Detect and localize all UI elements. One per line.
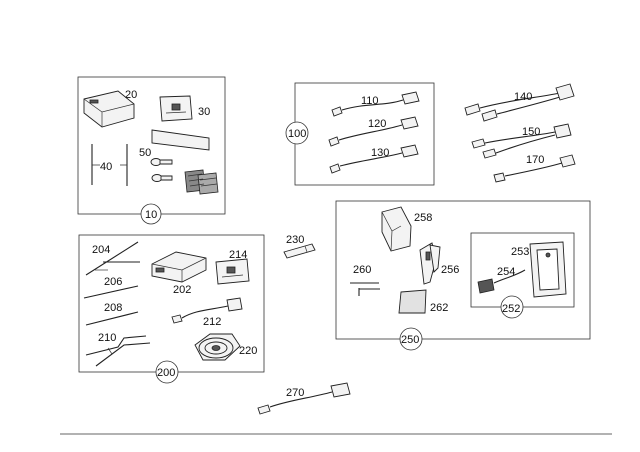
label-140: 140	[514, 91, 532, 103]
part-20-module	[83, 90, 135, 128]
foam-pads	[184, 169, 219, 195]
part-110-cable	[331, 91, 420, 117]
label-220: 220	[239, 345, 257, 357]
label-253: 253	[511, 246, 529, 258]
part-260-angle	[350, 282, 380, 296]
part-120-cable	[328, 116, 419, 147]
part-208-wire	[85, 311, 139, 326]
part-256-bracket	[419, 242, 441, 285]
part-206-wire	[83, 285, 139, 299]
label-170: 170	[526, 154, 544, 166]
group-10-badge	[140, 203, 162, 225]
label-120: 120	[368, 118, 386, 130]
label-110: 110	[361, 95, 379, 107]
label-208: 208	[104, 302, 122, 314]
group-250-badge	[399, 327, 423, 351]
part-150-cable	[471, 123, 572, 159]
part-220-speaker	[194, 333, 241, 361]
label-130: 130	[371, 147, 389, 159]
part-130-cable	[329, 144, 419, 174]
part-258-box	[381, 206, 412, 252]
part-140-cable	[464, 83, 575, 122]
group-label-100: 100	[288, 128, 306, 140]
label-50: 50	[139, 147, 151, 159]
label-262: 262	[430, 302, 448, 314]
group-250-frame	[335, 200, 591, 340]
label-212: 212	[203, 316, 221, 328]
group-252-badge	[500, 295, 524, 319]
part-262-pad	[398, 289, 427, 314]
label-206: 206	[104, 276, 122, 288]
part-204-wires	[85, 241, 140, 276]
part-50-screws	[150, 158, 173, 182]
part-202-module	[151, 251, 207, 283]
part-254-connector	[477, 269, 526, 294]
group-label-200: 200	[157, 367, 175, 379]
label-150: 150	[522, 126, 540, 138]
label-20: 20	[125, 89, 137, 101]
label-260: 260	[353, 264, 371, 276]
group-label-10: 10	[145, 209, 157, 221]
label-254: 254	[497, 266, 515, 278]
label-204: 204	[92, 244, 110, 256]
label-30: 30	[198, 106, 210, 118]
part-214-card	[215, 258, 250, 285]
group-100	[285, 82, 435, 186]
group-200-badge	[155, 360, 179, 384]
label-230: 230	[286, 234, 304, 246]
group-100-badge	[285, 121, 309, 145]
group-label-250: 250	[401, 334, 419, 346]
part-230-connector	[283, 243, 316, 259]
group-10	[77, 76, 226, 225]
group-200	[78, 234, 265, 384]
label-210: 210	[98, 332, 116, 344]
group-label-252: 252	[502, 303, 520, 315]
label-40: 40	[100, 161, 112, 173]
part-210-wires	[85, 335, 151, 367]
part-170-cable	[493, 154, 576, 183]
adhesive-strip	[151, 129, 210, 151]
part-270-cable	[257, 382, 351, 415]
group-250	[335, 200, 591, 351]
part-30-card	[159, 95, 193, 122]
part-253-frame	[529, 241, 567, 298]
label-202: 202	[173, 284, 191, 296]
label-258: 258	[414, 212, 432, 224]
group-252	[470, 232, 575, 319]
label-214: 214	[229, 249, 247, 261]
label-256: 256	[441, 264, 459, 276]
part-212-cable	[171, 297, 243, 324]
part-40-bars	[91, 144, 128, 186]
label-270: 270	[286, 387, 304, 399]
